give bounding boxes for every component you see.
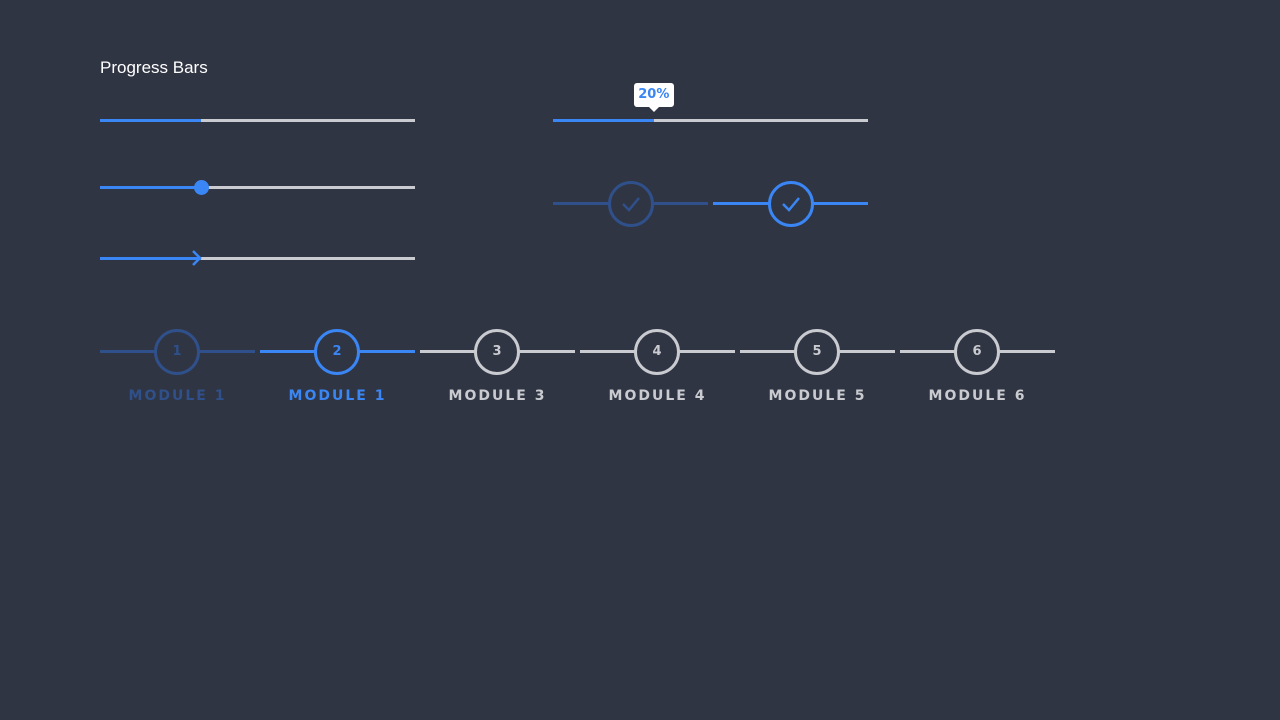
progress-track	[553, 119, 868, 122]
step-number: 3	[474, 329, 520, 375]
step-module-5[interactable]: 5 MODULE 5	[740, 328, 895, 418]
progress-fill	[553, 119, 654, 122]
progress-slider[interactable]	[100, 180, 415, 195]
slider-knob[interactable]	[193, 180, 209, 195]
step-number: 6	[954, 329, 1000, 375]
step-label: MODULE 4	[608, 388, 707, 404]
step-label: MODULE 5	[768, 388, 867, 404]
step-label: MODULE 1	[288, 388, 387, 404]
step-circle	[768, 181, 814, 227]
page-title: Progress Bars	[100, 58, 208, 77]
step-label: MODULE 3	[448, 388, 547, 404]
progress-bar-arrow	[100, 250, 415, 266]
progress-fill	[100, 119, 201, 122]
progress-track	[100, 119, 415, 122]
progress-bar-plain	[100, 119, 415, 122]
step-number: 5	[794, 329, 840, 375]
step-circle	[608, 181, 654, 227]
progress-fill	[100, 257, 201, 260]
step-number: 4	[634, 329, 680, 375]
check-icon	[782, 197, 800, 212]
step-number: 2	[314, 329, 360, 375]
check-stepper	[553, 180, 873, 228]
progress-bar-tooltip: 20%	[553, 83, 868, 122]
step-module-1[interactable]: 1 MODULE 1	[100, 328, 255, 418]
step-module-2[interactable]: 2 MODULE 1	[260, 328, 415, 418]
progress-track	[100, 186, 415, 189]
step-number: 1	[154, 329, 200, 375]
step-module-6[interactable]: 6 MODULE 6	[900, 328, 1055, 418]
step-module-3[interactable]: 3 MODULE 3	[420, 328, 575, 418]
check-icon	[622, 197, 640, 212]
check-step-completed[interactable]	[553, 180, 708, 228]
step-label: MODULE 1	[128, 388, 227, 404]
progress-track	[100, 257, 415, 260]
progress-fill	[100, 186, 201, 189]
step-module-4[interactable]: 4 MODULE 4	[580, 328, 735, 418]
check-step-active[interactable]	[713, 180, 868, 228]
step-label: MODULE 6	[928, 388, 1027, 404]
chevron-right-icon	[191, 250, 202, 266]
progress-tooltip: 20%	[633, 83, 674, 112]
module-stepper: 1 MODULE 1 2 MODULE 1 3 MODULE 3 4 MODUL…	[100, 328, 1060, 418]
